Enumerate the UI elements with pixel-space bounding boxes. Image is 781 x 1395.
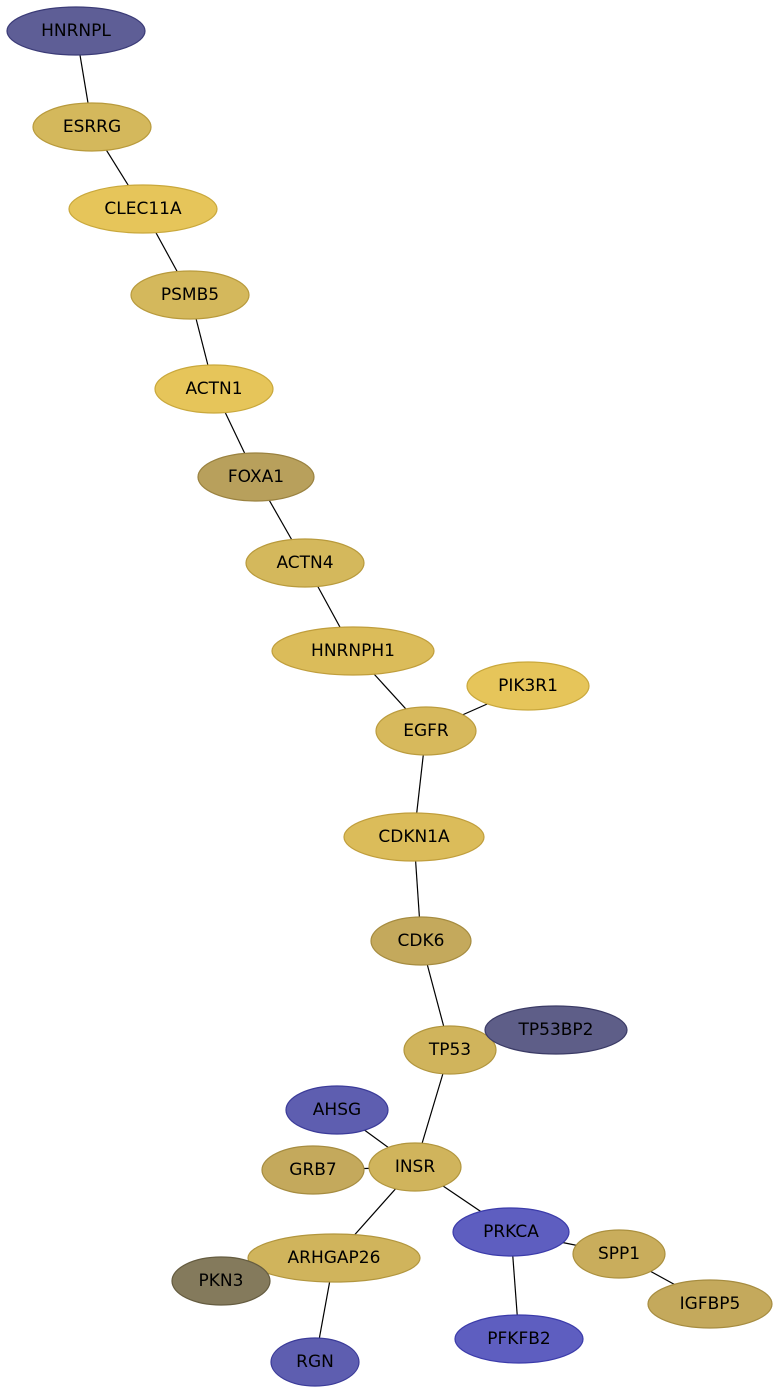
node-shape xyxy=(197,452,315,502)
node-label: PKN3 xyxy=(199,1271,244,1291)
node-egfr[interactable]: EGFR xyxy=(375,706,477,756)
node-shape xyxy=(247,1233,421,1283)
node-shape xyxy=(154,364,274,414)
node-label: CLEC11A xyxy=(104,199,182,219)
node-label: PSMB5 xyxy=(161,285,219,305)
node-actn1[interactable]: ACTN1 xyxy=(154,364,274,414)
node-label: INSR xyxy=(395,1157,436,1177)
node-tp53bp2[interactable]: TP53BP2 xyxy=(484,1005,628,1055)
node-shape xyxy=(171,1256,271,1306)
node-shape xyxy=(68,184,218,234)
node-shape xyxy=(375,706,477,756)
node-cdk6[interactable]: CDK6 xyxy=(370,916,472,966)
node-shape xyxy=(130,270,250,320)
node-label: PFKFB2 xyxy=(487,1329,550,1349)
node-clec11a[interactable]: CLEC11A xyxy=(68,184,218,234)
node-label: SPP1 xyxy=(598,1244,640,1264)
node-shape xyxy=(466,661,590,711)
node-rgn[interactable]: RGN xyxy=(270,1337,360,1387)
node-prkca[interactable]: PRKCA xyxy=(452,1207,570,1257)
node-actn4[interactable]: ACTN4 xyxy=(245,538,365,588)
node-ahsg[interactable]: AHSG xyxy=(285,1085,389,1135)
node-shape xyxy=(270,1337,360,1387)
node-cdkn1a[interactable]: CDKN1A xyxy=(343,812,485,862)
node-shape xyxy=(484,1005,628,1055)
node-insr[interactable]: INSR xyxy=(368,1142,462,1192)
node-label: AHSG xyxy=(313,1100,361,1120)
node-label: HNRNPH1 xyxy=(311,641,395,661)
node-label: FOXA1 xyxy=(228,467,284,487)
node-label: RGN xyxy=(296,1352,334,1372)
node-label: CDK6 xyxy=(398,931,445,951)
node-shape xyxy=(271,626,435,676)
node-grb7[interactable]: GRB7 xyxy=(261,1145,365,1195)
node-shape xyxy=(245,538,365,588)
node-label: HNRNPL xyxy=(41,21,111,41)
node-label: EGFR xyxy=(403,721,449,741)
node-shape xyxy=(370,916,472,966)
node-label: PIK3R1 xyxy=(498,676,558,696)
node-psmb5[interactable]: PSMB5 xyxy=(130,270,250,320)
node-shape xyxy=(403,1025,497,1075)
node-igfbp5[interactable]: IGFBP5 xyxy=(647,1279,773,1329)
node-hnrnpl[interactable]: HNRNPL xyxy=(6,6,146,56)
node-pkn3[interactable]: PKN3 xyxy=(171,1256,271,1306)
node-foxa1[interactable]: FOXA1 xyxy=(197,452,315,502)
node-label: ACTN4 xyxy=(276,553,333,573)
node-layer: HNRNPL ESRRG CLEC11A PSMB5ACTN1FOXA1ACTN4HN… xyxy=(6,6,773,1387)
node-shape xyxy=(452,1207,570,1257)
node-arhgap26[interactable]: ARHGAP26 xyxy=(247,1233,421,1283)
node-shape xyxy=(32,102,152,152)
node-shape xyxy=(454,1314,584,1364)
node-pfkfb2[interactable]: PFKFB2 xyxy=(454,1314,584,1364)
node-pik3r1[interactable]: PIK3R1 xyxy=(466,661,590,711)
node-label: TP53BP2 xyxy=(518,1020,594,1040)
node-label: ESRRG xyxy=(63,117,121,137)
node-label: ARHGAP26 xyxy=(288,1248,381,1268)
node-shape xyxy=(368,1142,462,1192)
node-tp53[interactable]: TP53 xyxy=(403,1025,497,1075)
node-label: IGFBP5 xyxy=(680,1294,741,1314)
node-shape xyxy=(572,1229,666,1279)
node-label: GRB7 xyxy=(289,1160,336,1180)
node-label: CDKN1A xyxy=(378,827,450,847)
node-shape xyxy=(647,1279,773,1329)
node-esrrg[interactable]: ESRRG xyxy=(32,102,152,152)
node-shape xyxy=(343,812,485,862)
node-shape xyxy=(285,1085,389,1135)
node-label: TP53 xyxy=(428,1040,471,1060)
node-shape xyxy=(261,1145,365,1195)
node-shape xyxy=(6,6,146,56)
node-spp1[interactable]: SPP1 xyxy=(572,1229,666,1279)
node-label: ACTN1 xyxy=(185,379,242,399)
node-hnrnph1[interactable]: HNRNPH1 xyxy=(271,626,435,676)
node-label: PRKCA xyxy=(483,1222,539,1242)
